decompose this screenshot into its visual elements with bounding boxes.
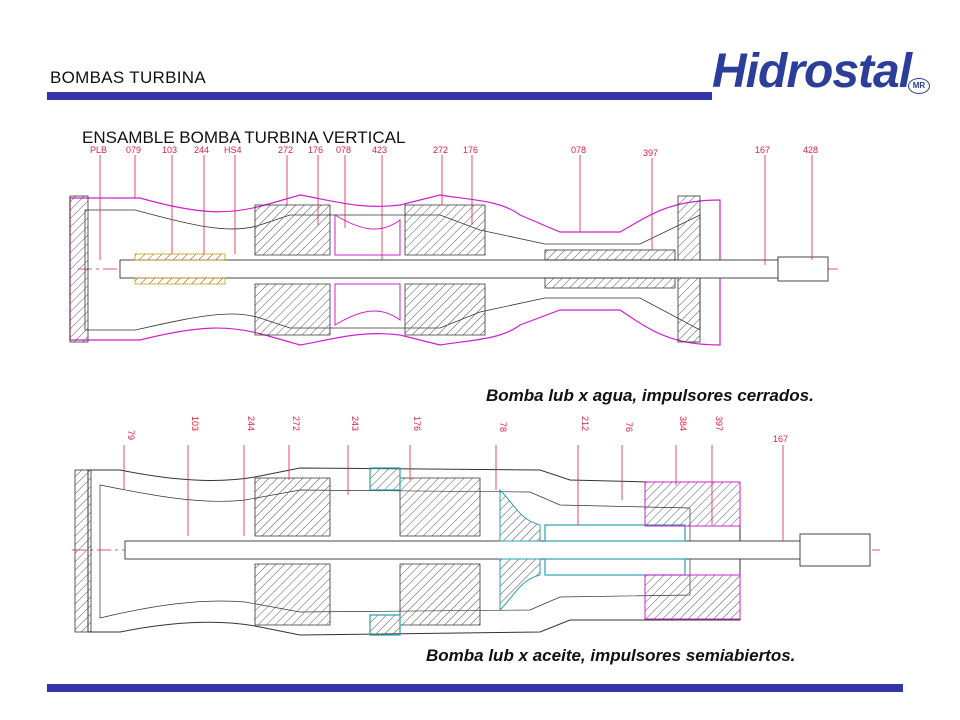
top-label-176b: 176 [463,145,478,155]
logo-wordmark: Hidrostal [712,45,912,98]
top-label-167: 167 [755,145,770,155]
top-label-079: 079 [126,145,141,155]
top-label-272b: 272 [433,145,448,155]
top-label-078a: 078 [336,145,351,155]
top-shaft [119,259,779,279]
top-label-428: 428 [803,145,818,155]
top-label-078b: 078 [571,145,586,155]
logo-mark: MR [908,78,930,94]
top-casing-outline [69,194,721,346]
bottom-left-flange [74,469,92,633]
top-impeller-2 [404,204,486,336]
bottom-label-167: 167 [773,434,788,444]
bottom-label-176: 176 [412,416,422,431]
bottom-label-212: 212 [580,416,590,431]
top-label-272a: 272 [278,145,293,155]
top-label-plb: PLB [90,145,107,155]
bottom-label-244: 244 [246,416,256,431]
top-diffuser [334,214,401,326]
top-impeller-1 [254,204,331,336]
section-title: BOMBAS TURBINA [50,68,206,87]
bottom-pump-caption: Bomba lub x aceite, impulsores semiabier… [426,646,796,665]
bottom-diffuser [369,467,541,636]
top-bearing-left-b [134,277,226,285]
top-label-397: 397 [643,148,658,158]
top-pump-drawing: PLB 079 103 244 HS4 272 176 078 423 272 … [69,145,838,346]
bottom-label-384: 384 [678,416,688,431]
top-label-hs4: HS4 [224,145,242,155]
header-rule [47,92,712,100]
bottom-housing [644,481,741,527]
top-part-labels: PLB 079 103 244 HS4 272 176 078 423 272 … [90,145,818,158]
bottom-shaft [124,540,806,560]
top-bearing-right-b [544,277,676,289]
top-label-244: 244 [194,145,209,155]
bottom-label-79: 79 [126,430,136,440]
top-leaders [99,155,813,265]
bottom-tube-right [544,524,686,542]
bottom-coupling [799,533,871,567]
bottom-label-78: 78 [498,422,508,432]
top-bearing-left [134,253,226,261]
assembly-title: ENSAMBLE BOMBA TURBINA VERTICAL [82,128,406,147]
top-pump-caption: Bomba lub x agua, impulsores cerrados. [486,386,814,405]
top-label-176a: 176 [308,145,323,155]
bottom-tube-right-b [544,558,686,576]
bottom-impeller-2 [399,477,481,626]
bottom-casing-outline [87,467,741,636]
bottom-label-76: 76 [624,422,634,432]
top-coupling [777,256,829,282]
footer-rule [47,684,903,692]
bottom-impeller-1 [254,477,331,626]
bottom-label-397: 397 [714,416,724,431]
top-label-423: 423 [372,145,387,155]
bottom-label-272: 272 [291,416,301,431]
top-bearing-right [544,249,676,261]
bottom-part-labels: 79 103 244 272 243 176 78 212 76 384 397… [126,416,788,444]
top-label-103: 103 [162,145,177,155]
top-left-flange [69,195,89,343]
bottom-label-103: 103 [190,416,200,431]
bottom-leaders [123,445,784,541]
bottom-pump-drawing: 79 103 244 272 243 176 78 212 76 384 397… [72,416,880,636]
brand-logo: Hidrostal MR [712,44,934,106]
bottom-label-243: 243 [350,416,360,431]
bottom-housing-b [644,574,741,620]
